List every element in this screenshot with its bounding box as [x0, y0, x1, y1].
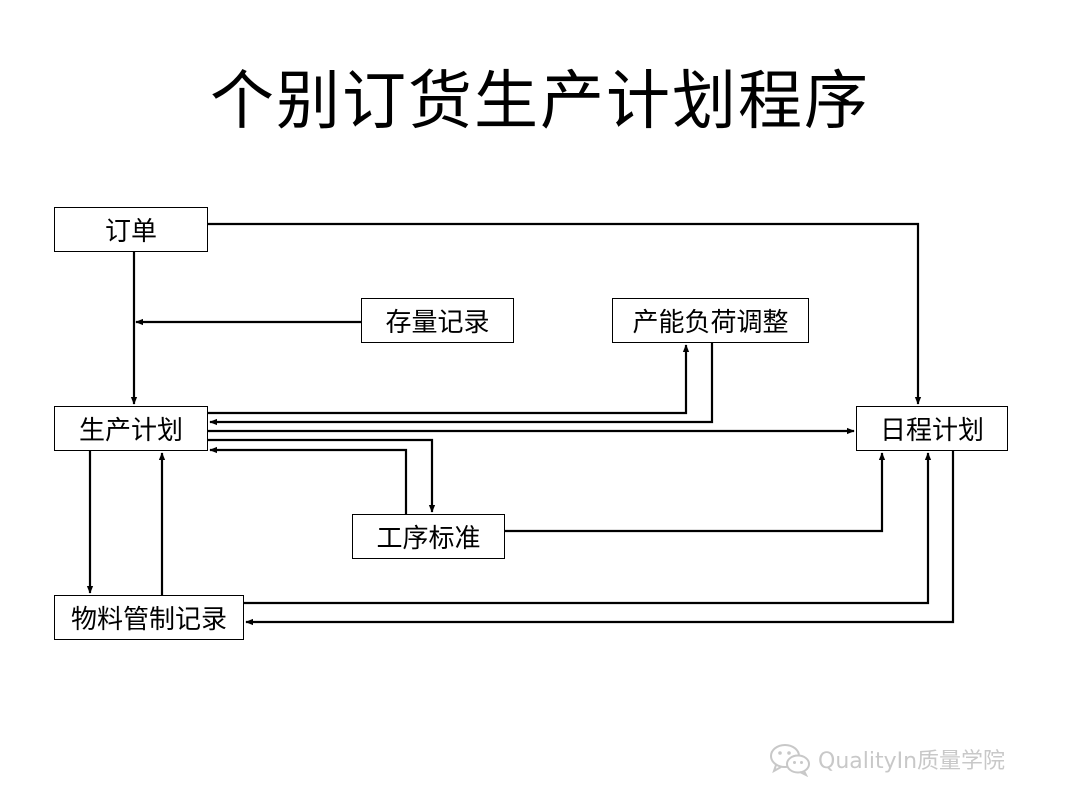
box-material-control: 物料管制记录 [54, 595, 244, 640]
box-schedule-plan: 日程计划 [856, 406, 1008, 451]
page-title: 个别订货生产计划程序 [210, 65, 870, 139]
wechat-icon [770, 744, 810, 777]
box-stock-record: 存量记录 [361, 298, 514, 343]
box-production-plan: 生产计划 [54, 406, 208, 451]
arrow-plan-to-proc [208, 438, 436, 513]
arrow-material-to-schedule [244, 452, 932, 605]
arrow-proc-to-plan [209, 446, 408, 514]
arrow-schedule-to-material [245, 451, 955, 626]
arrow-plan-to-load [208, 344, 690, 415]
box-capacity-load: 产能负荷调整 [612, 298, 809, 343]
box-order: 订单 [54, 207, 208, 252]
box-process-standard: 工序标准 [352, 514, 505, 559]
watermark: QualityIn质量学院 [768, 741, 1005, 777]
arrow-load-to-plan [209, 343, 714, 426]
watermark-text: QualityIn质量学院 [818, 749, 1006, 774]
arrow-order-to-schedule [208, 222, 922, 405]
arrow-proc-to-schedule [505, 452, 886, 533]
